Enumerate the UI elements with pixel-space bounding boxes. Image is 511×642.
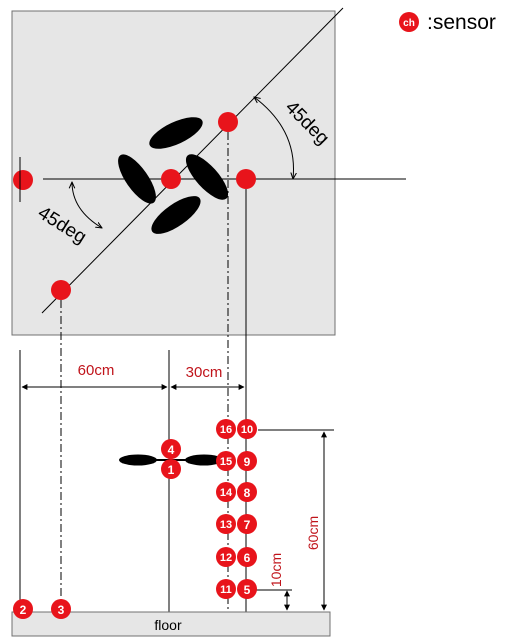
sensor-top-left — [13, 170, 33, 190]
svg-text:6: 6 — [244, 551, 251, 565]
svg-text:8: 8 — [244, 486, 251, 500]
sensor-15: 15 — [216, 451, 236, 471]
legend-symbol-text: ch — [403, 18, 415, 29]
rotor-blade-side — [185, 454, 223, 466]
svg-text:3: 3 — [58, 603, 65, 617]
svg-text:16: 16 — [220, 424, 232, 436]
legend-label: :sensor — [427, 11, 496, 34]
sensor-10: 10 — [237, 419, 257, 439]
sensor-top-diagonal-lower — [51, 280, 71, 300]
sensor-6: 6 — [237, 547, 257, 567]
rotor-blade — [149, 117, 203, 149]
legend-sensor-symbol — [399, 12, 419, 32]
dimension-label-60cm-horizontal: 60cm — [78, 362, 115, 379]
rotor-blade — [151, 196, 201, 234]
sensor-14: 14 — [216, 482, 236, 502]
sensor-7: 7 — [237, 514, 257, 534]
sensor-top-center — [161, 169, 181, 189]
sensor-top-diagonal-upper — [218, 112, 238, 132]
dimension-label-10cm-vertical: 10cm — [268, 553, 284, 587]
svg-text:7: 7 — [244, 518, 251, 532]
rotor-blade — [185, 154, 229, 200]
rotor-blade-side — [119, 454, 157, 466]
sensor-5: 5 — [237, 579, 257, 599]
sensor-16: 16 — [216, 419, 236, 439]
sensor-12: 12 — [216, 547, 236, 567]
floor-label: floor — [154, 617, 182, 633]
sensor-13: 13 — [216, 514, 236, 534]
angle-arc-lower — [72, 182, 102, 228]
sensor-8: 8 — [237, 482, 257, 502]
rotor-blade — [118, 154, 156, 204]
svg-text:14: 14 — [220, 487, 233, 499]
svg-text:10: 10 — [241, 424, 253, 436]
sensor-3: 3 — [51, 599, 71, 619]
svg-text:9: 9 — [244, 455, 251, 469]
svg-text:5: 5 — [244, 583, 251, 597]
drone-top-view — [118, 117, 229, 234]
sensor-1: 1 — [161, 459, 181, 479]
svg-text:12: 12 — [220, 552, 232, 564]
sensor-9: 9 — [237, 451, 257, 471]
legend: ch :sensor — [399, 11, 496, 34]
svg-text:2: 2 — [20, 603, 27, 617]
sensor-top-right — [236, 169, 256, 189]
svg-text:4: 4 — [168, 443, 175, 457]
dimension-label-60cm-vertical: 60cm — [305, 516, 321, 550]
sensor-2: 2 — [13, 599, 33, 619]
sensor-4: 4 — [161, 439, 181, 459]
sensor-11: 11 — [216, 579, 236, 599]
svg-text:15: 15 — [220, 456, 232, 468]
svg-text:11: 11 — [220, 584, 232, 596]
drone-side-view — [119, 454, 223, 466]
svg-text:1: 1 — [168, 463, 175, 477]
dimension-label-30cm-horizontal: 30cm — [186, 364, 223, 381]
svg-text:13: 13 — [220, 519, 232, 531]
angle-arc-upper — [254, 97, 294, 179]
